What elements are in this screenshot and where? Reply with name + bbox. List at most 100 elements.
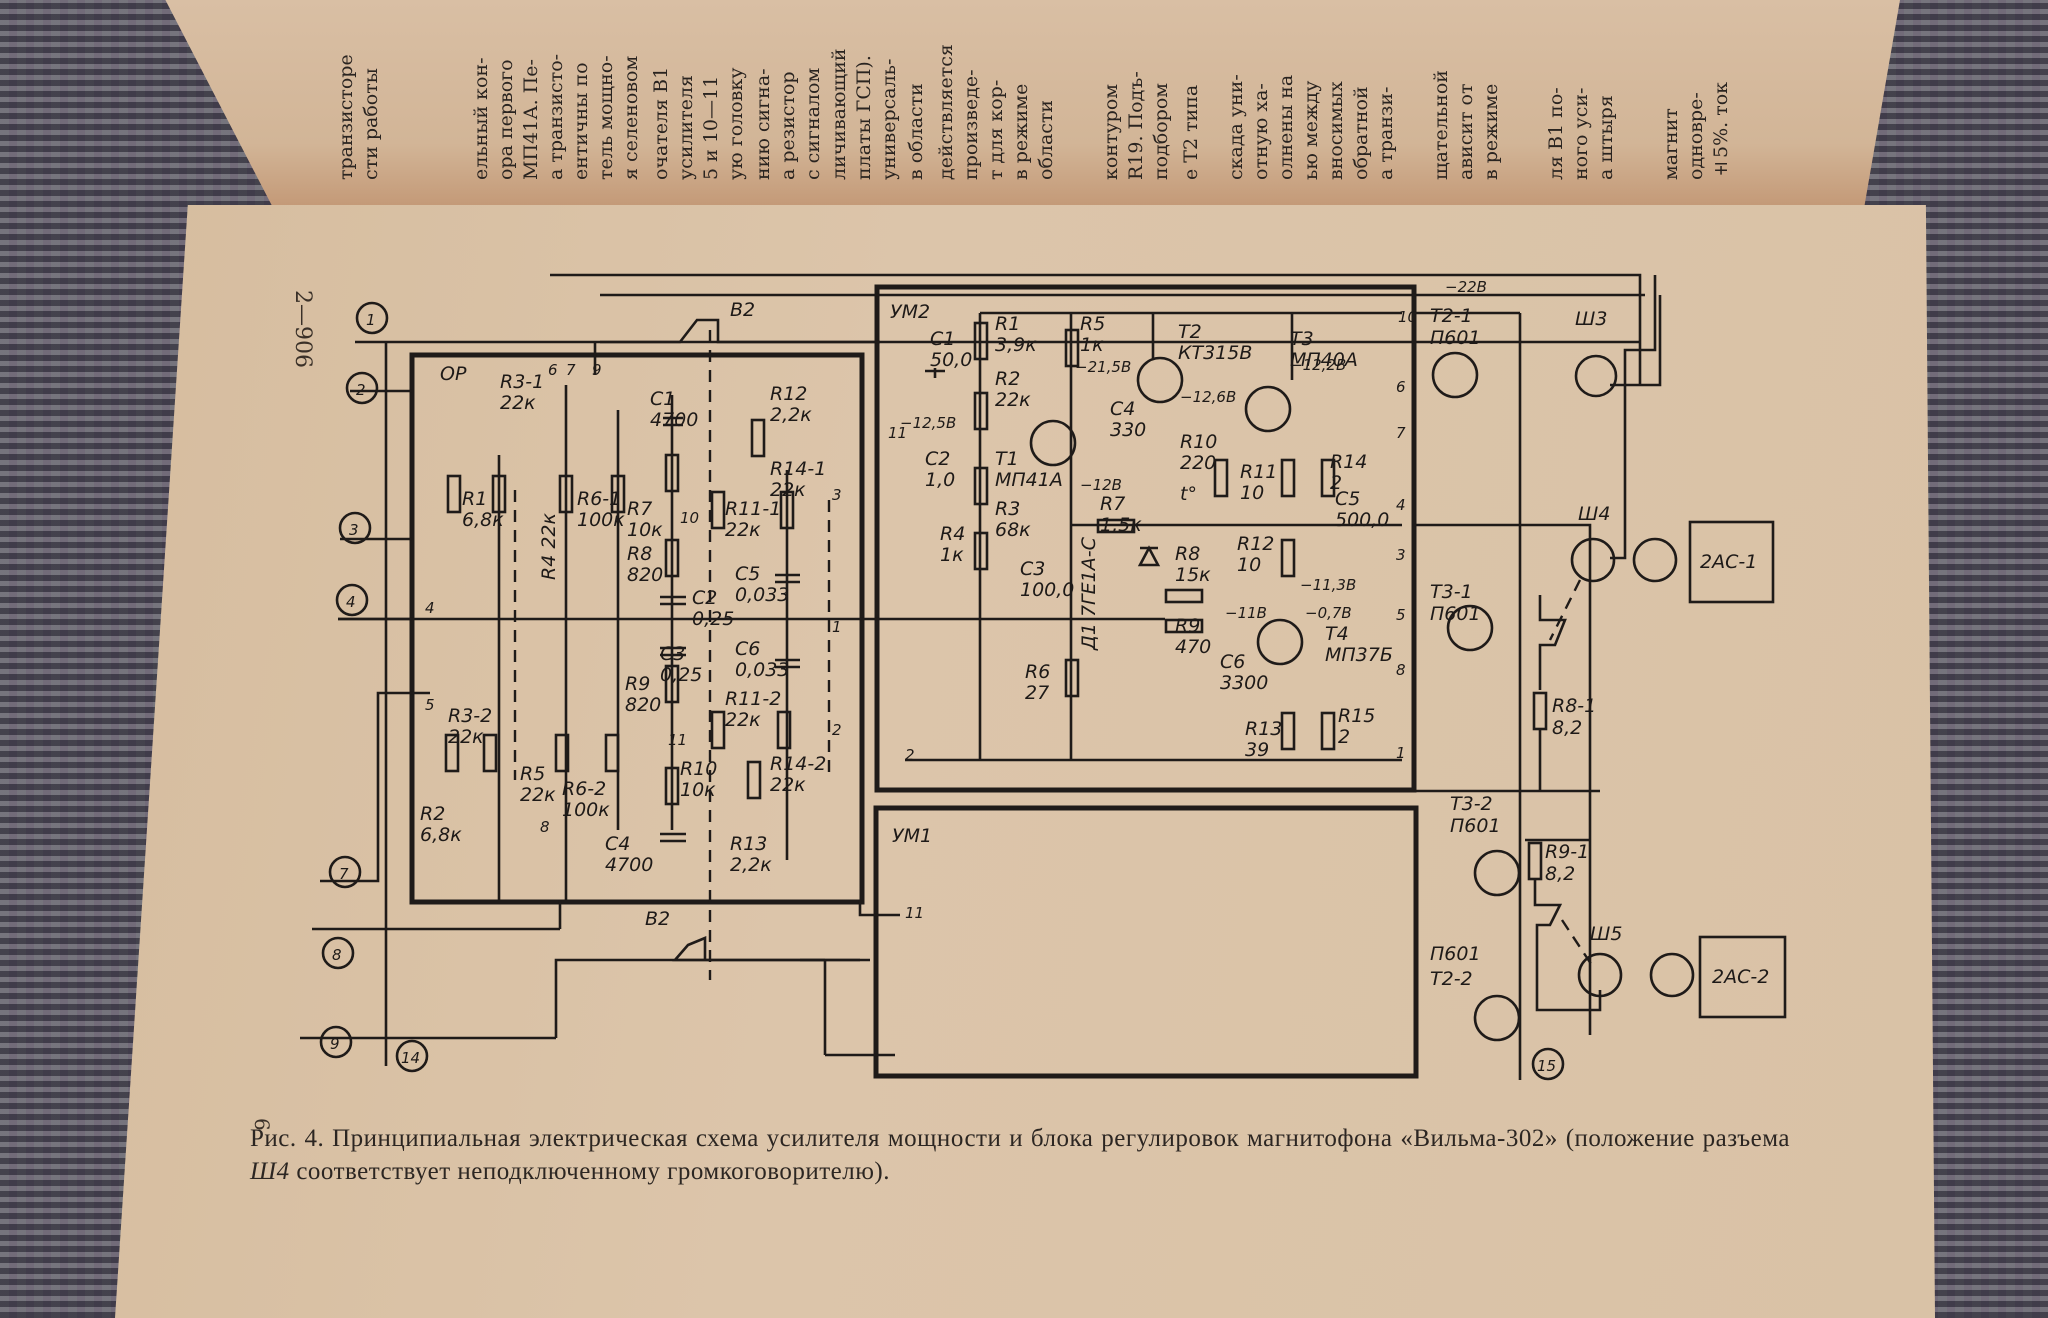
op-c2-name: C2 bbox=[692, 587, 717, 609]
transistor-t2_2-type: П601 bbox=[1430, 943, 1481, 965]
connector-sh4 bbox=[1570, 537, 1616, 583]
op-block-frame bbox=[409, 352, 865, 905]
thermistor-temp-symbol: t° bbox=[1180, 483, 1197, 505]
terminal-1 bbox=[355, 301, 389, 335]
op-r2-name: R2 bbox=[420, 803, 445, 825]
transistor-t3_1-name: Т3-1 bbox=[1430, 581, 1473, 603]
speaker-2ac-2-label: 2АС-2 bbox=[1712, 966, 1769, 988]
um2-c4-value: 330 bbox=[1110, 419, 1146, 441]
op-r14_1-name: R14-1 bbox=[770, 458, 826, 480]
op-r3_2-value: 22к bbox=[448, 726, 484, 748]
um2-t3-name: T3 bbox=[1290, 328, 1314, 350]
caption-connector: Ш4 bbox=[250, 1158, 290, 1185]
caption-suffix: соответствует неподключенному громкогово… bbox=[296, 1158, 891, 1185]
op-label: ОР bbox=[440, 363, 467, 385]
um2-r3-name: R3 bbox=[995, 498, 1020, 520]
um2-t1-name: T1 bbox=[995, 448, 1019, 470]
um2-r11-value: 10 bbox=[1240, 482, 1264, 504]
um2-r13-value: 39 bbox=[1245, 739, 1269, 761]
um2-c2-name: C2 bbox=[925, 448, 950, 470]
um2-voltage-v1: −12,5В bbox=[900, 414, 956, 432]
um2-c6-value: 3300 bbox=[1220, 672, 1268, 694]
caption-prefix: Рис. 4. bbox=[250, 1125, 325, 1152]
terminal-label-7: 7 bbox=[339, 865, 349, 883]
um2-c1-value: 50,0 bbox=[930, 349, 972, 371]
op-pin-2: 2 bbox=[832, 721, 842, 739]
transistor-t2-1 bbox=[1431, 351, 1479, 399]
op-r2-value: 6,8к bbox=[420, 824, 462, 846]
um2-c5-value: 500,0 bbox=[1335, 509, 1389, 531]
op-r11_1-name: R11-1 bbox=[725, 498, 781, 520]
terminal-label-9: 9 bbox=[330, 1035, 340, 1053]
op-c3-value: 0,25 bbox=[660, 664, 702, 686]
um2-c6-name: C6 bbox=[1220, 651, 1245, 673]
um2-pin-11: 11 bbox=[888, 424, 907, 442]
um2-r8-name: R8 bbox=[1175, 543, 1200, 565]
terminal-label-3: 3 bbox=[349, 521, 359, 539]
transistor-t2_1-name: Т2-1 bbox=[1430, 305, 1473, 327]
um2-r15-value: 2 bbox=[1338, 726, 1350, 748]
book-page bbox=[115, 205, 1935, 1318]
connector-sh4-label: Ш4 bbox=[1578, 503, 1610, 525]
um2-r12-value: 10 bbox=[1237, 554, 1261, 576]
switch-b2-top bbox=[600, 318, 880, 344]
terminal-15 bbox=[1531, 1047, 1565, 1081]
transistor-t2_1-type: П601 bbox=[1430, 327, 1481, 349]
resistor-r9-1-value: 8,2 bbox=[1545, 863, 1575, 885]
um2-r1-name: R1 bbox=[995, 313, 1020, 335]
op-r4-label: R4 22к bbox=[538, 512, 560, 580]
terminal-label-15: 15 bbox=[1537, 1057, 1556, 1075]
op-r7-name: R7 bbox=[627, 498, 652, 520]
op-r13-value: 2,2к bbox=[730, 854, 772, 876]
op-r8-name: R8 bbox=[627, 543, 652, 565]
um2-d1-label: Д1 7ГЕ1А-С bbox=[1078, 536, 1100, 651]
op-pin-9: 9 bbox=[592, 361, 602, 379]
op-components bbox=[444, 385, 831, 900]
um2-voltage-v7: −11В bbox=[1225, 604, 1267, 622]
um2-t3-value: МП40А bbox=[1290, 349, 1358, 371]
um2-r6-name: R6 bbox=[1025, 661, 1050, 683]
um1-label: УМ1 bbox=[892, 825, 932, 847]
output-stage bbox=[1414, 275, 1787, 1080]
um2-voltage-v4: −12,2В bbox=[1290, 356, 1346, 374]
figure-caption: Рис. 4. Принципиальная электрическая схе… bbox=[250, 1122, 1790, 1188]
um2-c2-value: 1,0 bbox=[925, 469, 955, 491]
um2-c5-name: C5 bbox=[1335, 488, 1360, 510]
op-c3-name: C3 bbox=[660, 643, 685, 665]
um2-pin-3: 3 bbox=[1396, 546, 1406, 564]
um2-t4-value: МП37Б bbox=[1325, 644, 1393, 666]
op-pin-4: 4 bbox=[425, 599, 435, 617]
terminal-9 bbox=[319, 1025, 353, 1059]
caption-text: Принципиальная электрическая схема усили… bbox=[332, 1125, 1790, 1152]
op-r3_1-name: R3-1 bbox=[500, 371, 544, 393]
op-r11_1-value: 22к bbox=[725, 519, 761, 541]
um2-pin-8: 8 bbox=[1396, 661, 1406, 679]
um2-r15-name: R15 bbox=[1338, 705, 1375, 727]
op-c6-value: 0,033 bbox=[735, 659, 789, 681]
op-r10-value: 10к bbox=[680, 779, 716, 801]
connector-sh5 bbox=[1577, 952, 1623, 998]
transistor-t3-2 bbox=[1473, 849, 1521, 897]
op-r12-value: 2,2к bbox=[770, 404, 812, 426]
transistor-t2-2 bbox=[1473, 994, 1521, 1042]
um2-t2-value: КТ315В bbox=[1178, 342, 1252, 364]
terminal-2 bbox=[345, 371, 379, 405]
op-c4-value: 4700 bbox=[605, 854, 653, 876]
um2-r9-value: 470 bbox=[1175, 636, 1211, 658]
terminal-14 bbox=[395, 1039, 429, 1073]
um2-r14-name: R14 bbox=[1330, 451, 1367, 473]
op-pin-10: 10 bbox=[680, 509, 699, 527]
um2-c4-name: C4 bbox=[1110, 398, 1135, 420]
page-code: 2—906 bbox=[290, 290, 315, 368]
transistor-t3_2-name: Т3-2 bbox=[1450, 793, 1493, 815]
op-r9-value: 820 bbox=[625, 694, 661, 716]
um2-r9-name: R9 bbox=[1175, 615, 1200, 637]
terminal-label-4: 4 bbox=[346, 593, 356, 611]
um2-pin-2: 2 bbox=[905, 746, 915, 764]
op-r7-value: 10к bbox=[627, 519, 663, 541]
um2-block-frame bbox=[874, 284, 1417, 793]
op-pin-11: 11 bbox=[668, 731, 687, 749]
page-number: 6 bbox=[250, 1118, 274, 1131]
op-r5-value: 22к bbox=[520, 784, 556, 806]
um2-r4-value: 1к bbox=[940, 544, 964, 566]
